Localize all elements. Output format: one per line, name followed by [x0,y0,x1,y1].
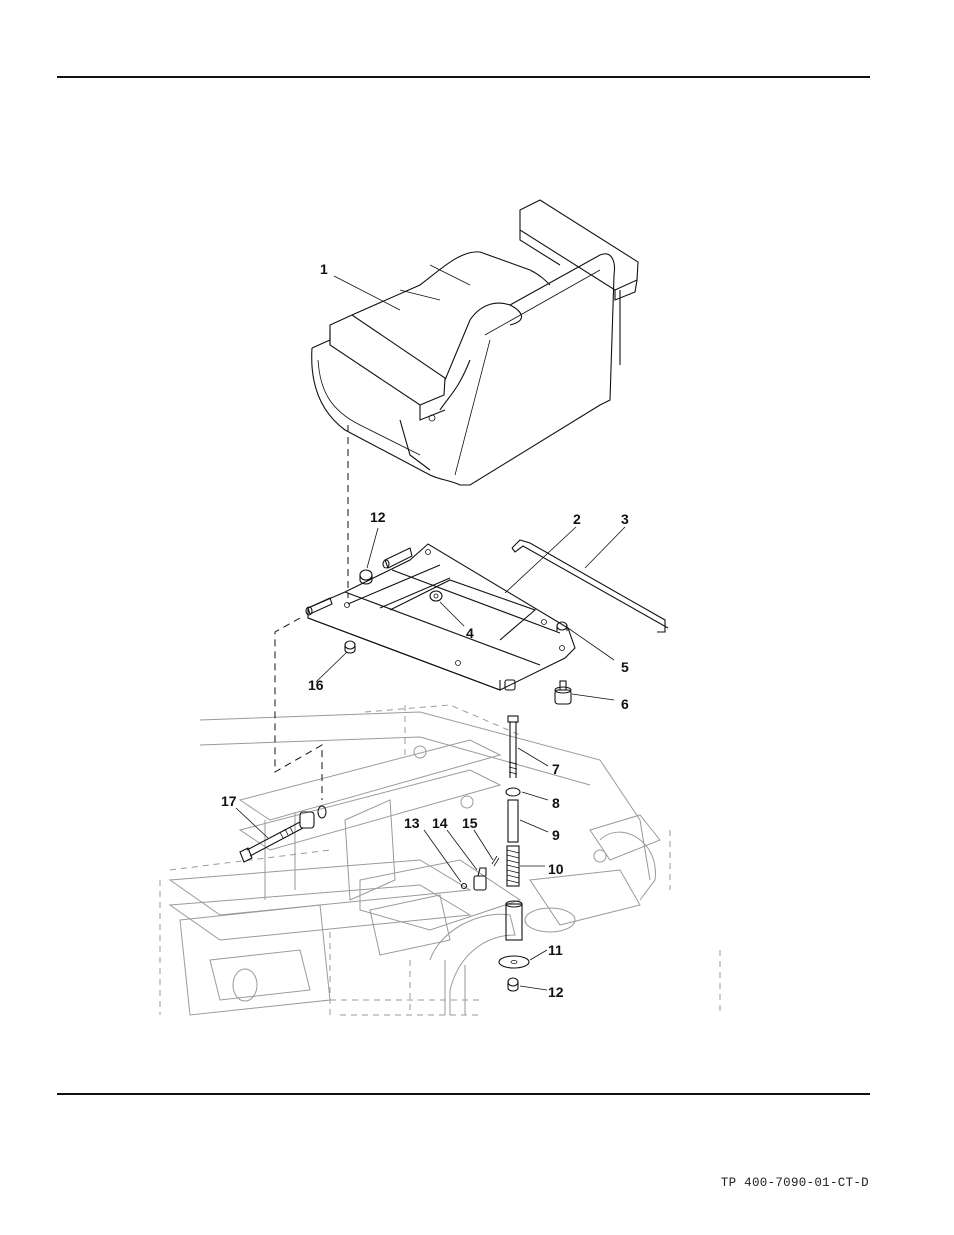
document-code: TP 400-7090-01-CT-D [720,1176,869,1190]
large-washer [498,955,530,969]
callout-14: 14 [432,815,448,831]
rubber-bumper [554,680,572,705]
bottom-locknut-left [344,640,356,654]
callout-9: 9 [552,827,560,843]
callout-5: 5 [621,659,629,675]
callout-7: 7 [552,761,560,777]
pan-nut [429,590,443,602]
flat-washer [505,787,521,797]
seat-pan [305,543,576,691]
footer-rule [57,1093,870,1095]
seat-adjust-rod [511,539,666,633]
callout-16: 16 [308,677,324,693]
compression-spring [506,845,520,887]
callout-2: 2 [573,511,581,527]
seat-switch [460,855,500,891]
tractor-frame-drawing [159,704,721,1016]
carriage-bolt [507,715,519,778]
callout-10: 10 [548,861,564,877]
callout-6: 6 [621,696,629,712]
spacer-tube [507,799,519,843]
callout-4: 4 [466,625,474,641]
callout-3: 3 [621,511,629,527]
callout-17: 17 [221,793,237,809]
pan-to-frame-alignment [274,617,323,800]
bottom-locknut-right [507,977,519,992]
callout-12-bottom: 12 [548,984,564,1000]
leader-lines [235,275,626,991]
header-rule [57,76,870,78]
callout-11: 11 [548,942,563,958]
seat [311,199,639,486]
callout-8: 8 [552,795,560,811]
callout-15: 15 [462,815,478,831]
spring-mount [505,900,523,941]
callout-1: 1 [320,261,328,277]
top-locknut [359,569,373,585]
small-nut [556,621,568,631]
callout-13: 13 [404,815,420,831]
hinge-bolt [239,805,327,863]
callout-12-top: 12 [370,509,386,525]
